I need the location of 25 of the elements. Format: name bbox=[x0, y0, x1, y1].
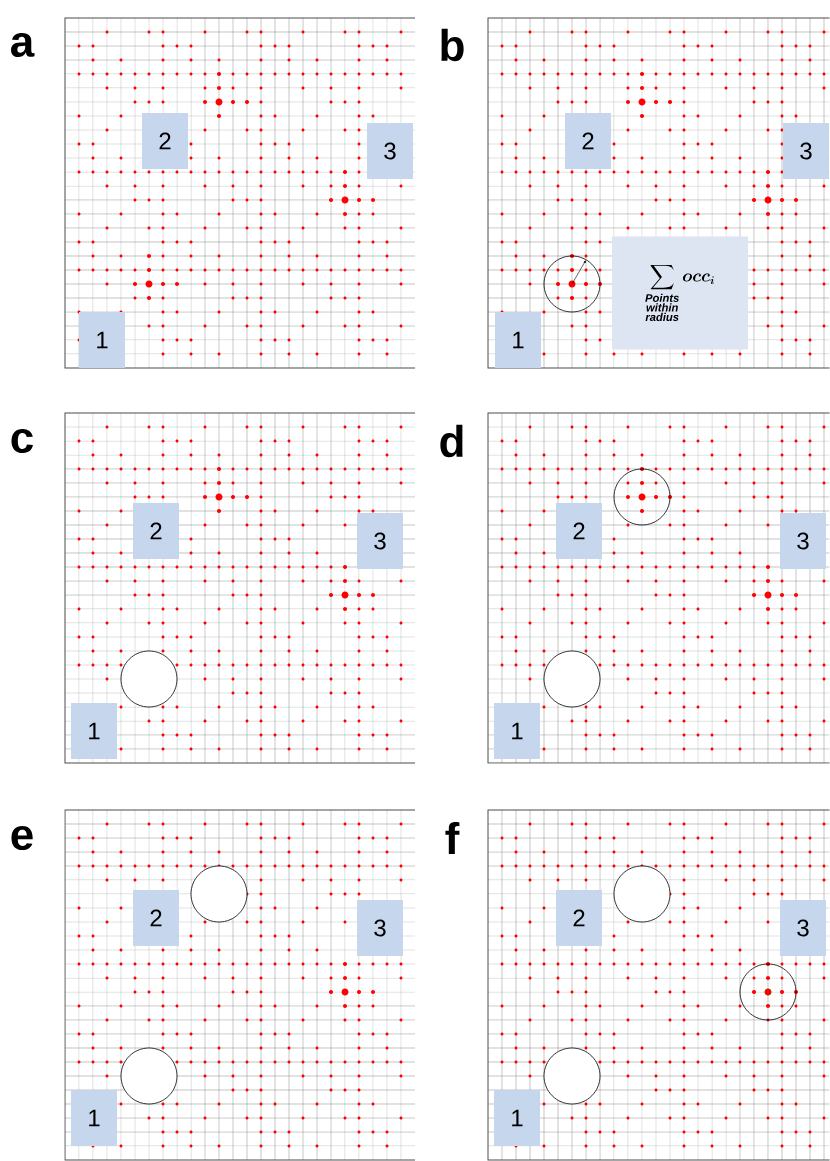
region-box: 1 bbox=[71, 703, 117, 759]
region-box: 3 bbox=[357, 900, 403, 956]
region-box: 1 bbox=[71, 1090, 117, 1146]
region-box: 2 bbox=[556, 503, 602, 559]
panel-letter: d bbox=[440, 424, 463, 458]
region-box: 2 bbox=[133, 503, 179, 559]
region-box: 3 bbox=[780, 513, 826, 569]
panel-letter: a bbox=[11, 32, 35, 58]
region-box: 2 bbox=[133, 890, 179, 946]
formula-box: $\sum_{\substack{\textbf{\textit{Points}}\\ \textbf{\textit{within}}\\ \textbf{\textit{radius}}}} \boldsymbol{occ_i}$ bbox=[612, 236, 748, 350]
region-box: 3 bbox=[367, 123, 413, 179]
region-box: 3 bbox=[783, 123, 829, 179]
panel-letter: b bbox=[441, 28, 464, 62]
panel-letter: e bbox=[11, 825, 33, 851]
panel-letter: c bbox=[11, 428, 33, 454]
panel-letter: f bbox=[445, 822, 460, 854]
region-box: 1 bbox=[494, 1090, 540, 1146]
region-box: 1 bbox=[495, 312, 541, 368]
region-box: 3 bbox=[357, 513, 403, 569]
region-box: 2 bbox=[556, 890, 602, 946]
region-box: 1 bbox=[494, 703, 540, 759]
region-box: 3 bbox=[780, 900, 826, 956]
region-box: 2 bbox=[142, 113, 188, 169]
region-box: 2 bbox=[565, 113, 611, 169]
region-box: 1 bbox=[79, 312, 125, 368]
